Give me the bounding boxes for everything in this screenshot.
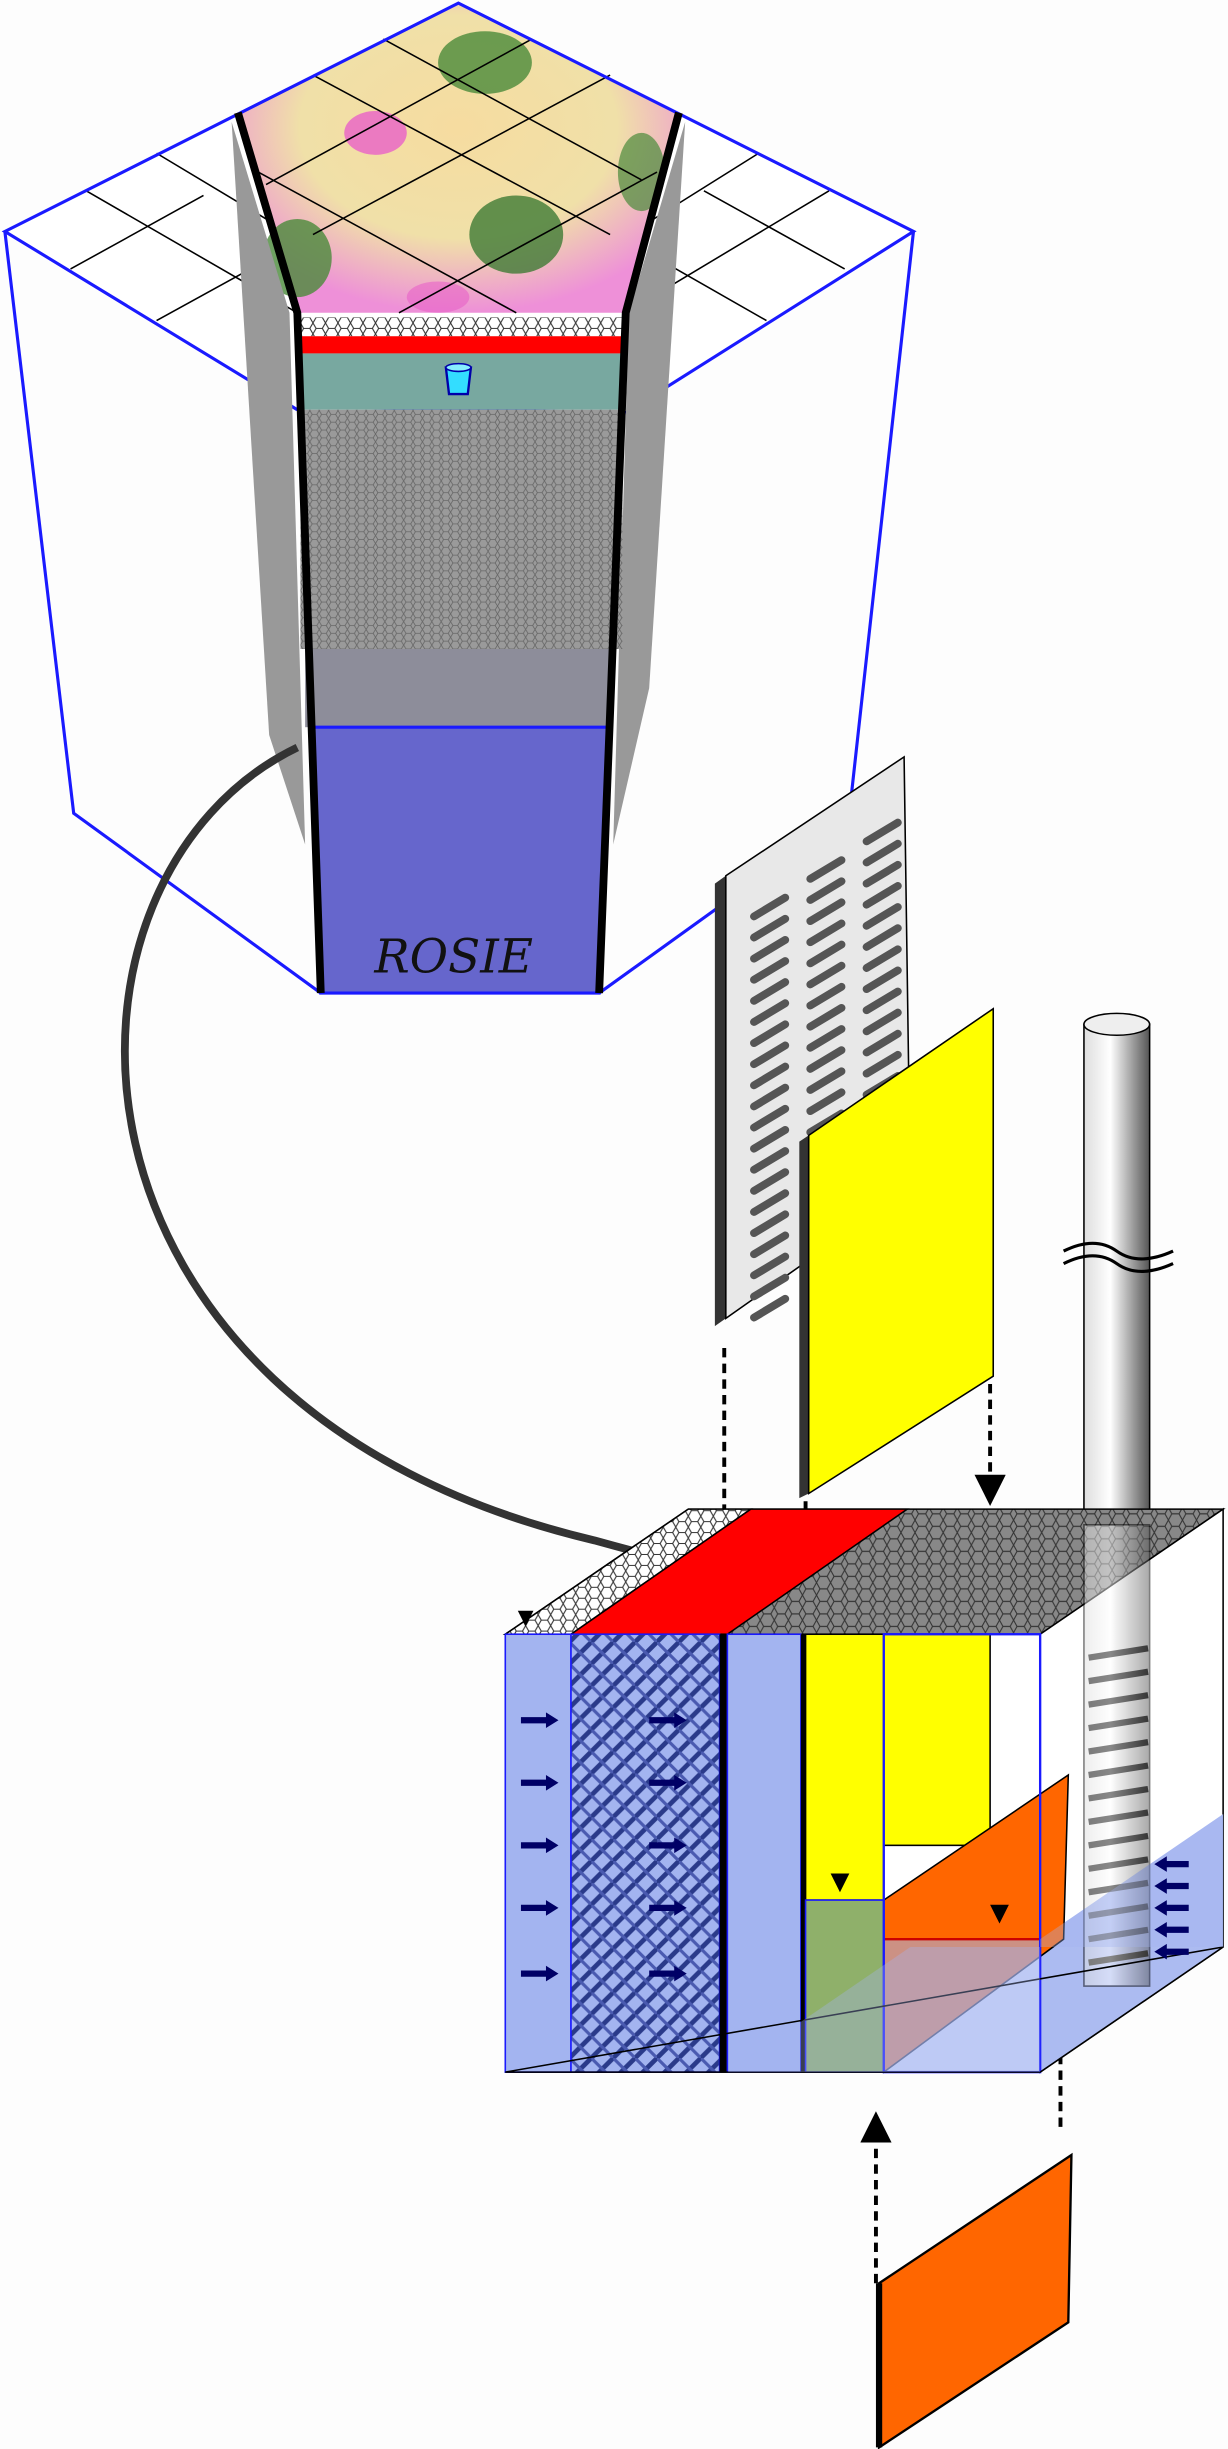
slot [750, 1062, 790, 1090]
slot [862, 1050, 902, 1078]
slot [806, 1046, 846, 1073]
slot [750, 1147, 790, 1174]
slot [750, 1020, 790, 1048]
flow-arrow [1154, 1943, 1189, 1960]
slot [862, 945, 902, 972]
slot [862, 860, 902, 888]
soil-map [237, 3, 679, 313]
flow-arrow [649, 1900, 687, 1916]
slot [750, 999, 790, 1026]
cup-icon [444, 362, 473, 396]
slot [750, 1210, 790, 1238]
slot [806, 877, 846, 904]
slot [862, 882, 902, 909]
flow-arrow [520, 1837, 559, 1854]
slot [750, 1231, 790, 1259]
slot [750, 914, 790, 942]
slot [862, 987, 902, 1015]
slot [862, 1029, 902, 1057]
slot [806, 1067, 846, 1094]
column-cross-section [502, 1507, 1226, 2074]
slot [806, 1088, 846, 1116]
slot [862, 903, 902, 930]
slot [750, 1252, 790, 1280]
sampling-pole [1062, 1012, 1174, 1526]
slot [806, 940, 846, 968]
slot [750, 1168, 790, 1195]
flow-arrow [1154, 1878, 1189, 1894]
slot [750, 1125, 790, 1153]
flow-arrow [1154, 1921, 1189, 1938]
flow-arrow [649, 1965, 687, 1982]
slot [750, 1189, 790, 1216]
slot [806, 961, 846, 989]
flow-arrow [649, 1712, 687, 1729]
slot [806, 1003, 846, 1031]
orange-panel [877, 2152, 1073, 2449]
rosie-label: ROSIE [373, 930, 533, 985]
flow-arrow [520, 1712, 559, 1729]
slot [750, 1041, 790, 1069]
flow-arrow [520, 1900, 559, 1916]
slot [806, 898, 846, 926]
slot [862, 1008, 902, 1036]
slot [862, 924, 902, 951]
flow-arrow [520, 1774, 559, 1791]
flow-arrow [649, 1774, 687, 1791]
slot [806, 1025, 846, 1052]
slot [750, 1104, 790, 1132]
yellow-panel [799, 1007, 995, 1499]
slot [750, 1083, 790, 1111]
slot [806, 919, 846, 947]
flow-arrow [1154, 1900, 1189, 1916]
soil-column: ROSIE [231, 111, 686, 995]
slot [862, 818, 902, 846]
woven-geotextile [570, 1633, 721, 2073]
slot [750, 935, 790, 963]
surface-hex-layer [297, 317, 626, 337]
flow-arrow [1154, 1856, 1189, 1872]
slot [750, 1294, 790, 1322]
slot [806, 982, 846, 1010]
flow-arrow [649, 1837, 687, 1854]
slot [750, 1273, 790, 1301]
slot [862, 966, 902, 994]
flow-arrow [520, 1965, 559, 1982]
slot [862, 839, 902, 867]
red-layer [297, 336, 626, 354]
slot [806, 856, 846, 883]
slot [750, 978, 790, 1005]
landscape-grid [1, 1, 917, 995]
slot [750, 957, 790, 984]
slot [750, 893, 790, 921]
